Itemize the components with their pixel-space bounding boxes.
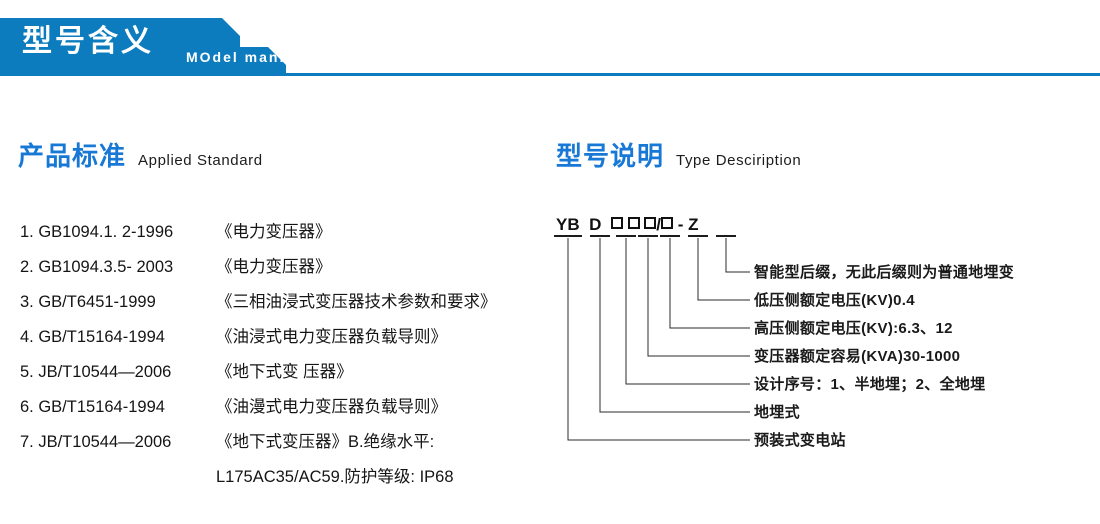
standard-name: 《油浸式电力变压器负载导则》 — [216, 328, 447, 346]
code-part-z: Z — [688, 215, 699, 234]
standard-name: 《地下式变 压器》 — [216, 363, 353, 381]
list-item: 2. GB1094.3.5- 2003 《电力变压器》 — [20, 253, 560, 288]
banner-title: 型号含义 — [22, 25, 154, 58]
leader-lines — [554, 235, 750, 441]
code-part-box-3 — [644, 217, 657, 229]
section-heading-applied-standard: 产品标准 Applied Standard — [18, 143, 263, 169]
list-item: 1. GB1094.1. 2-1996 《电力变压器》 — [20, 218, 560, 253]
code-part-box-4 — [661, 217, 674, 229]
list-item: 4. GB/T15164-1994 《油浸式电力变压器负载导则》 — [20, 323, 560, 358]
banner-subtitle: MOdel maning — [186, 49, 307, 65]
standard-code: 2. GB1094.3.5- 2003 — [20, 258, 174, 276]
section-heading-en: Type Desciription — [676, 152, 802, 169]
standard-code: 1. GB1094.1. 2-1996 — [20, 223, 174, 241]
model-code-string: YB D / - Z — [556, 216, 699, 233]
code-part-box-2 — [627, 217, 640, 229]
description-label-z: 智能型后缀，无此后缀则为普通地埋变 — [754, 264, 1015, 281]
standard-name: 《电力变压器》 — [216, 223, 332, 241]
description-label-series: 设计序号：1、半地埋；2、全地埋 — [754, 376, 986, 393]
code-part-d: D — [589, 215, 602, 234]
description-label-capacity: 变压器额定容易(KVA)30-1000 — [754, 348, 961, 365]
description-label-lv: 低压侧额定电压(KV)0.4 — [754, 292, 915, 309]
list-item: 6. GB/T15164-1994 《油漫式电力变压器负载导则》 — [20, 393, 560, 428]
standard-continuation-line: L175AC35/AC59.防护等级: IP68 — [216, 468, 454, 486]
list-item: 7. JB/T10544—2006 《地下式变压器》B.绝缘水平: — [20, 428, 560, 463]
section-heading-type-description: 型号说明 Type Desciription — [556, 143, 801, 169]
standard-name: 《电力变压器》 — [216, 258, 332, 276]
list-item: 3. GB/T6451-1999 《三相油浸式变压器技术参数和要求》 — [20, 288, 560, 323]
section-heading-cn: 型号说明 — [556, 141, 665, 171]
standard-code: 4. GB/T15164-1994 — [20, 328, 165, 346]
section-heading-cn: 产品标准 — [18, 141, 127, 171]
standard-name: 《地下式变压器》B.绝缘水平: — [216, 433, 435, 451]
standard-code: 6. GB/T15164-1994 — [20, 398, 165, 416]
description-label-buried: 地埋式 — [754, 404, 800, 421]
page-header-banner — [0, 18, 1100, 76]
standard-code: 7. JB/T10544—2006 — [20, 433, 172, 451]
description-label-hv: 高压侧额定电压(KV):6.3、12 — [754, 320, 953, 337]
description-label-substation: 预装式变电站 — [754, 432, 846, 449]
code-part-slash: / — [656, 215, 662, 234]
standard-name: 《油漫式电力变压器负载导则》 — [216, 398, 447, 416]
section-heading-en: Applied Standard — [138, 152, 263, 169]
code-part-dash: - — [677, 215, 684, 234]
banner-shape — [0, 18, 1100, 76]
applied-standards-list: 1. GB1094.1. 2-1996 《电力变压器》 2. GB1094.3.… — [20, 218, 560, 498]
standard-code: 5. JB/T10544—2006 — [20, 363, 172, 381]
standard-code: 3. GB/T6451-1999 — [20, 293, 156, 311]
standard-name: 《三相油浸式变压器技术参数和要求》 — [216, 293, 497, 311]
code-part-box-1 — [610, 217, 623, 229]
list-item: 5. JB/T10544—2006 《地下式变 压器》 — [20, 358, 560, 393]
model-code-diagram: YB D / - Z — [548, 210, 1100, 470]
code-part-yb: YB — [556, 215, 580, 234]
